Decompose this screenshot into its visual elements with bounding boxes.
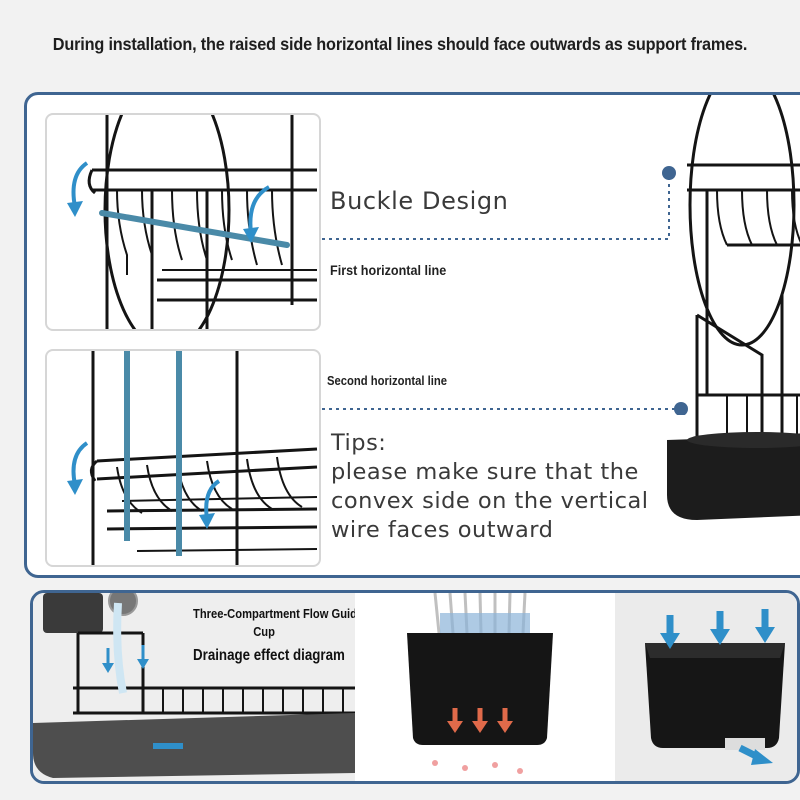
drainage-illustration <box>33 593 355 781</box>
drainage-panel: Three-Compartment Flow Guide Cup Drainag… <box>30 590 800 784</box>
cup-flow-illustration <box>615 593 797 781</box>
curved-arrow-icon <box>67 441 89 495</box>
curved-arrow-icon <box>67 161 89 217</box>
curved-arrow-icon <box>199 479 221 529</box>
rack-top-illustration <box>67 115 317 329</box>
rack-full-illustration <box>667 95 800 520</box>
tips-line: wire faces outward <box>331 517 554 543</box>
down-arrow-icon <box>710 611 730 645</box>
first-line-label: First horizontal line <box>330 262 447 278</box>
connector-dot-icon <box>662 166 676 180</box>
tips-line: please make sure that the <box>331 459 639 485</box>
down-arrow-icon <box>472 708 488 733</box>
down-arrow-icon <box>137 645 149 669</box>
tips-text: Tips: please make sure that the convex s… <box>331 429 649 545</box>
cup-title-line: Three-Compartment Flow Guide <box>193 606 364 621</box>
tips-line: Tips: <box>331 430 387 456</box>
down-arrow-icon <box>738 744 773 765</box>
down-arrow-icon <box>660 615 680 649</box>
connector-dot-icon <box>674 402 688 415</box>
cup-title-line: Cup <box>253 624 275 639</box>
cup-title: Three-Compartment Flow Guide Cup <box>193 605 363 641</box>
down-arrow-icon <box>755 609 775 643</box>
headline: During installation, the raised side hor… <box>52 34 748 54</box>
curved-arrow-icon <box>243 185 271 243</box>
second-line-label: Second horizontal line <box>327 374 448 388</box>
down-arrow-icon <box>447 708 463 733</box>
down-arrow-icon <box>102 648 114 673</box>
rack-bottom-illustration <box>67 351 318 565</box>
rack-full-photo <box>667 95 800 575</box>
connector-lines <box>322 166 688 415</box>
tips-line: convex side on the vertical <box>331 488 649 514</box>
first-line-photo <box>45 113 321 331</box>
down-arrow-icon <box>497 708 513 733</box>
installation-panel: Buckle Design First horizontal line Seco… <box>24 92 800 578</box>
buckle-design-label: Buckle Design <box>330 187 509 215</box>
highlight-wire <box>99 210 290 248</box>
drainage-label: Drainage effect diagram <box>193 647 345 664</box>
second-line-photo <box>45 349 321 567</box>
cup-utensils-illustration <box>355 593 615 781</box>
